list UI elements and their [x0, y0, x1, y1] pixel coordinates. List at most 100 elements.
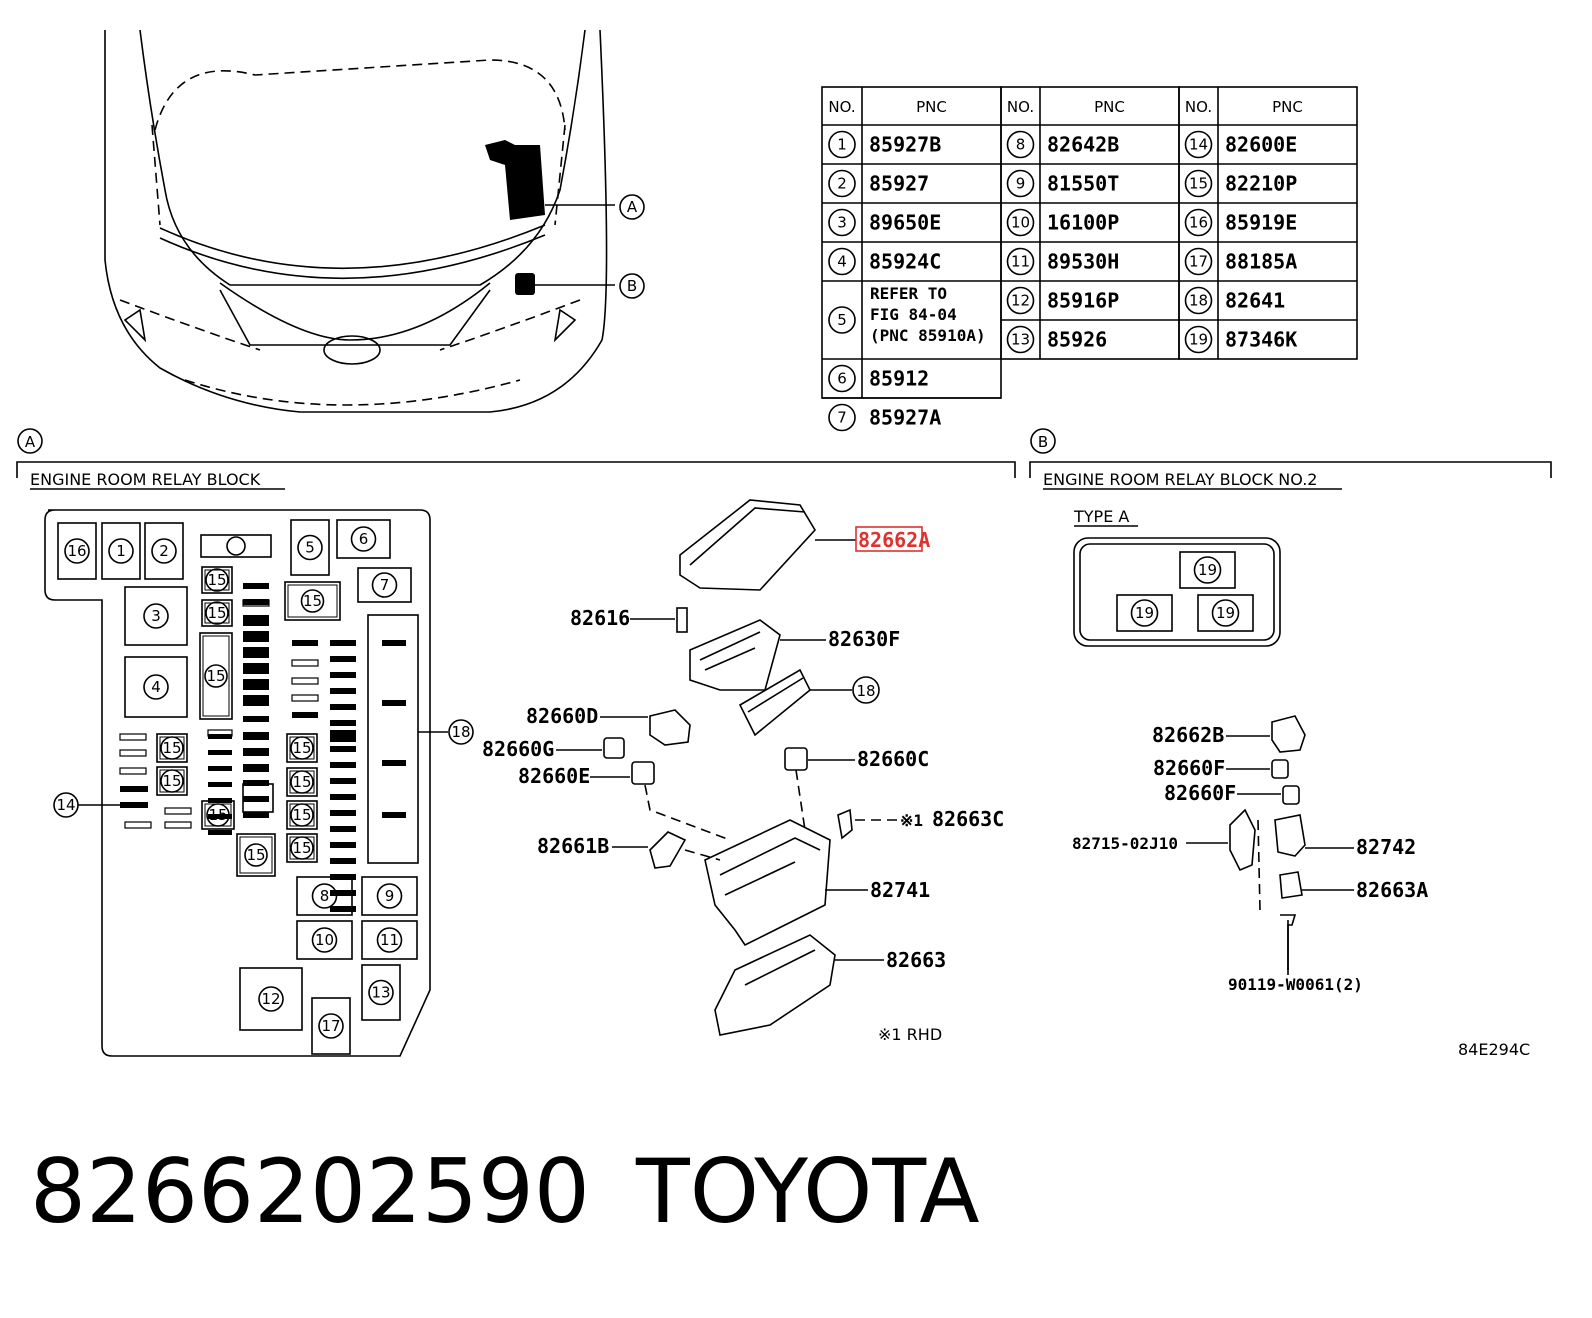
row-pnc-10[interactable]: 16100P: [1047, 211, 1119, 235]
row-pnc-19[interactable]: 87346K: [1225, 328, 1297, 352]
row-pnc-18[interactable]: 82641: [1225, 289, 1285, 313]
row-no-18-circle: [1184, 286, 1213, 315]
part-82660c-label[interactable]: 82660C: [857, 747, 929, 771]
row-no-5: 5: [837, 311, 847, 329]
part-82660c-shape: [784, 747, 808, 771]
part-82742-shape: [1274, 814, 1306, 857]
relay-block-b: 19 19 19: [1116, 551, 1254, 632]
car-front-outline: [104, 29, 645, 413]
fuse-8: 8: [320, 887, 330, 905]
part-82663c-label[interactable]: 82663C: [932, 807, 1004, 831]
row-pnc-4[interactable]: 85924C: [869, 250, 941, 274]
fuse-17-circle: [318, 1013, 344, 1039]
part-82660f-label-2[interactable]: 82660F: [1164, 781, 1236, 805]
part-82715-label[interactable]: 82715-02J10: [1072, 834, 1178, 853]
fuse-13: 13: [371, 984, 390, 1002]
fuse-15-1-circle: [205, 568, 229, 592]
row-no-19: 19: [1189, 331, 1208, 349]
fuse-15-6-circle: [160, 769, 184, 793]
row-no-3: 3: [837, 214, 847, 232]
fuse-9-circle: [376, 883, 403, 909]
row-no-6: 6: [837, 370, 847, 388]
row-pnc-16[interactable]: 85919E: [1225, 211, 1297, 235]
part-82660d-label[interactable]: 82660D: [526, 704, 598, 728]
fuse-17: 17: [321, 1017, 340, 1035]
relay-19-1: 19: [1198, 561, 1217, 579]
row-no-12: 12: [1011, 292, 1030, 310]
fuse-15-11-circle: [290, 836, 314, 860]
part-82742-label[interactable]: 82742: [1356, 835, 1416, 859]
part-82662a-label[interactable]: 82662A: [858, 528, 930, 552]
row-pnc-17[interactable]: 88185A: [1225, 250, 1297, 274]
header-no-2: NO.: [1007, 98, 1034, 116]
part-82663a-shape: [1279, 871, 1303, 899]
part-82660g-label[interactable]: 82660G: [482, 737, 554, 761]
part-82616-label[interactable]: 82616: [570, 606, 630, 630]
part-82663c-shape: [837, 808, 853, 840]
section-b-title: ENGINE ROOM RELAY BLOCK NO.2: [1043, 470, 1317, 489]
fuse-15-2-circle: [205, 601, 229, 625]
row-no-10-circle: [1006, 208, 1035, 237]
callout-b: B: [627, 277, 637, 295]
part-82661b-label[interactable]: 82661B: [537, 834, 609, 858]
relay-3-circle: [143, 603, 169, 629]
fuse-15-12: 15: [246, 846, 265, 864]
label-14: 14: [56, 796, 75, 814]
section-a-title: ENGINE ROOM RELAY BLOCK: [30, 470, 261, 489]
part-82663a-label[interactable]: 82663A: [1356, 878, 1428, 902]
row-no-3-circle: [828, 208, 856, 237]
section-b-marker-circle: [1030, 428, 1056, 454]
row-pnc-1[interactable]: 85927B: [869, 133, 941, 157]
row-no-1: 1: [837, 136, 847, 154]
part-82662b-label[interactable]: 82662B: [1152, 723, 1224, 747]
row-pnc-8[interactable]: 82642B: [1047, 133, 1119, 157]
row-no-1-circle: [828, 130, 856, 159]
row-no-9: 9: [1016, 175, 1026, 193]
row-pnc-13[interactable]: 85926: [1047, 328, 1107, 352]
row-no-8-circle: [1006, 130, 1035, 159]
row-no-4-circle: [828, 247, 856, 276]
fuse-10: 10: [315, 931, 334, 949]
part-82663-label[interactable]: 82663: [886, 948, 946, 972]
row-pnc-7[interactable]: 85927A: [869, 406, 941, 430]
section-b-marker: B: [1038, 433, 1048, 451]
relay-19-3-circle: [1211, 599, 1240, 627]
row-pnc-6[interactable]: 85912: [869, 367, 929, 391]
fuse-15-8-circle: [290, 736, 314, 760]
row-pnc-15[interactable]: 82210P: [1225, 172, 1297, 196]
part-82660e-label[interactable]: 82660E: [518, 764, 590, 788]
row-pnc-14[interactable]: 82600E: [1225, 133, 1297, 157]
fuse-16-circle: [64, 538, 90, 564]
fuse-7-circle: [371, 572, 398, 598]
section-a-marker: A: [25, 433, 36, 451]
fuse-13-circle: [368, 979, 394, 1006]
row-pnc-12[interactable]: 85916P: [1047, 289, 1119, 313]
header-pnc-3: PNC: [1272, 98, 1303, 116]
relay-19-2-circle: [1130, 599, 1159, 627]
part-90119-label[interactable]: 90119-W0061(2): [1228, 975, 1363, 994]
part-82660f-label-1[interactable]: 82660F: [1153, 756, 1225, 780]
row-no-13: 13: [1011, 331, 1030, 349]
row-pnc-11[interactable]: 89530H: [1047, 250, 1119, 274]
row-pnc-2[interactable]: 85927: [869, 172, 929, 196]
relay-19-1-circle: [1193, 556, 1222, 584]
row-pnc-5-line: REFER TO: [870, 284, 947, 303]
row-pnc-9[interactable]: 81550T: [1047, 172, 1119, 196]
fuse-15-9: 15: [292, 773, 311, 791]
part-82663-shape: [714, 934, 836, 1036]
part-82741-label[interactable]: 82741: [870, 878, 930, 902]
relay-19-2: 19: [1135, 604, 1154, 622]
fuse-15-3: 15: [206, 667, 225, 685]
fuse-16: 16: [67, 542, 86, 560]
relay-3: 3: [151, 607, 161, 625]
fuse-10-circle: [311, 927, 338, 953]
row-pnc-3[interactable]: 89650E: [869, 211, 941, 235]
part-82715-shape: [1229, 808, 1256, 872]
row-no-9-circle: [1006, 169, 1035, 198]
fuse-15-11: 15: [292, 839, 311, 857]
fuse-6-circle: [350, 526, 377, 552]
type-a-label: TYPE A: [1073, 507, 1129, 526]
relay-19-3: 19: [1216, 604, 1235, 622]
part-82630f-label[interactable]: 82630F: [828, 627, 900, 651]
row-no-8: 8: [1016, 136, 1026, 154]
